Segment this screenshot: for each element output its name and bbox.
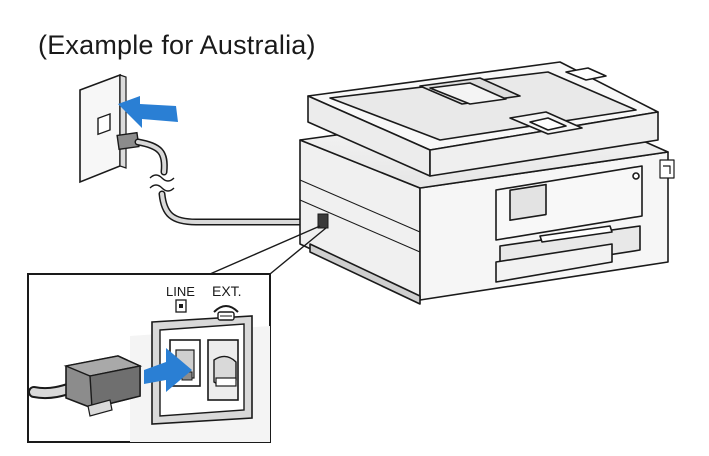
ext-label: EXT. — [212, 283, 242, 299]
phone-cord — [116, 131, 322, 226]
line-port-icon — [175, 299, 187, 313]
printer — [299, 61, 675, 305]
plug-in-arrow-icon — [118, 96, 178, 128]
ext-jack-cover — [207, 339, 239, 401]
line-label: LINE — [166, 284, 195, 299]
telephone-icon — [213, 305, 239, 321]
wall-socket — [79, 73, 127, 184]
inset-detail: LINE EXT. — [27, 273, 271, 443]
printer-line-port — [317, 213, 329, 229]
inset-plug — [28, 355, 143, 417]
inset-plug-in-arrow-icon — [144, 348, 192, 392]
caption-example-region: (Example for Australia) — [38, 30, 316, 60]
callout-lines — [209, 225, 327, 275]
